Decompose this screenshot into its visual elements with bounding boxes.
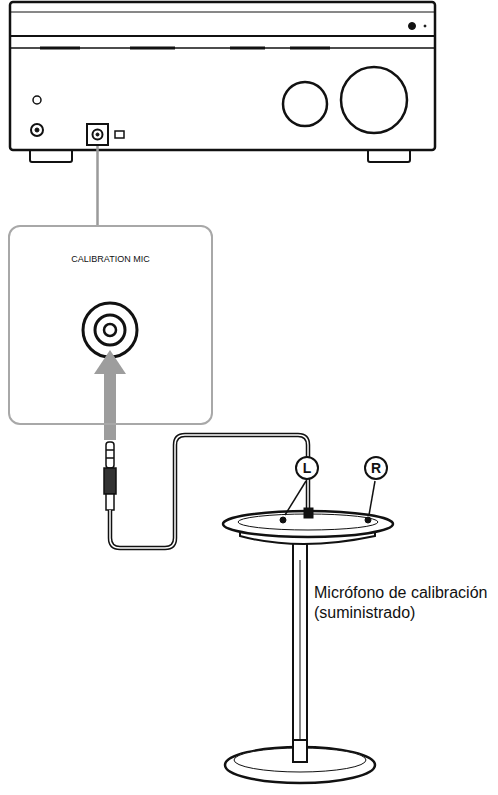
- circled-letter: R: [364, 456, 388, 480]
- channel-letter: R: [371, 461, 381, 475]
- mic-jack: [83, 303, 137, 357]
- channel-letter: L: [303, 461, 312, 475]
- av-receiver: [10, 2, 435, 162]
- mini-plug: [104, 442, 116, 510]
- circled-letter: L: [295, 456, 319, 480]
- part-name: Micrófono de calibración (suministrado): [314, 583, 494, 623]
- insert-arrow: [94, 350, 126, 440]
- callout-leader: [96, 146, 99, 225]
- calibration-mic: [223, 508, 393, 783]
- jack-label: CALIBRATION MIC: [71, 255, 149, 264]
- leader-line: [285, 481, 375, 515]
- callout-box: CALIBRATION MIC: [8, 225, 213, 425]
